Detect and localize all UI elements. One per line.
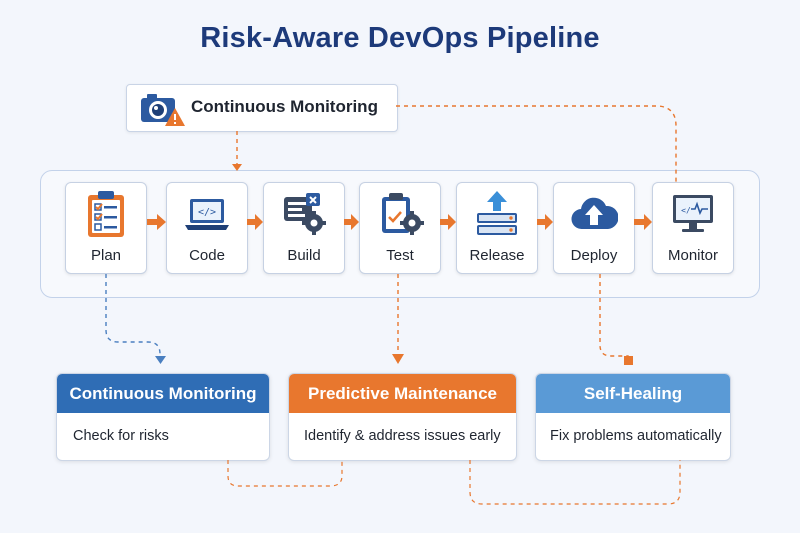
stage-plan[interactable]: Plan: [65, 182, 147, 274]
camera-warning-icon: [141, 94, 185, 126]
card-continuous-monitoring: Continuous Monitoring Check for risks: [56, 373, 270, 461]
laptop-code-icon: </>: [185, 199, 229, 230]
test-gear-icon: [382, 193, 424, 235]
stage-label: Build: [287, 247, 321, 264]
card-predictive-maintenance: Predictive Maintenance Identify & addres…: [288, 373, 517, 461]
stage-release[interactable]: Release: [456, 182, 538, 274]
svg-text:</: </: [681, 206, 691, 215]
stage-label: Deploy: [570, 247, 618, 264]
stage-label: Test: [386, 247, 414, 264]
stage-test[interactable]: Test: [359, 182, 441, 274]
stage-label: Release: [469, 247, 525, 264]
card-body: Identify & address issues early: [304, 428, 501, 444]
svg-text:</>: </>: [198, 207, 216, 218]
stage-code[interactable]: </> Code: [166, 182, 248, 274]
stage-label: Monitor: [667, 247, 719, 264]
card-header: Self-Healing: [536, 374, 730, 413]
build-gear-icon: [284, 193, 326, 235]
stage-monitor[interactable]: </ Monitor: [652, 182, 734, 274]
arrow-down-icon: [155, 356, 166, 364]
stage-label: Code: [189, 247, 225, 264]
card-header: Predictive Maintenance: [289, 374, 516, 413]
stage-deploy[interactable]: Deploy: [553, 182, 635, 274]
card-self-healing: Self-Healing Fix problems automatically: [535, 373, 731, 461]
monitor-pulse-icon: </: [673, 195, 713, 232]
stage-label: Plan: [90, 247, 122, 264]
card-body: Fix problems automatically: [550, 428, 722, 444]
connector-marker: [624, 356, 633, 365]
card-body: Check for risks: [73, 428, 169, 444]
continuous-monitoring-label: Continuous Monitoring: [191, 97, 378, 116]
server-upload-icon: [477, 191, 517, 235]
cloud-upload-icon: [571, 197, 618, 230]
clipboard-checklist-icon: [88, 191, 124, 237]
card-header: Continuous Monitoring: [57, 374, 269, 413]
stage-build[interactable]: Build: [263, 182, 345, 274]
arrow-down-icon: [392, 354, 404, 364]
continuous-monitoring-card: Continuous Monitoring: [126, 84, 398, 132]
page-title: Risk-Aware DevOps Pipeline: [200, 22, 600, 54]
